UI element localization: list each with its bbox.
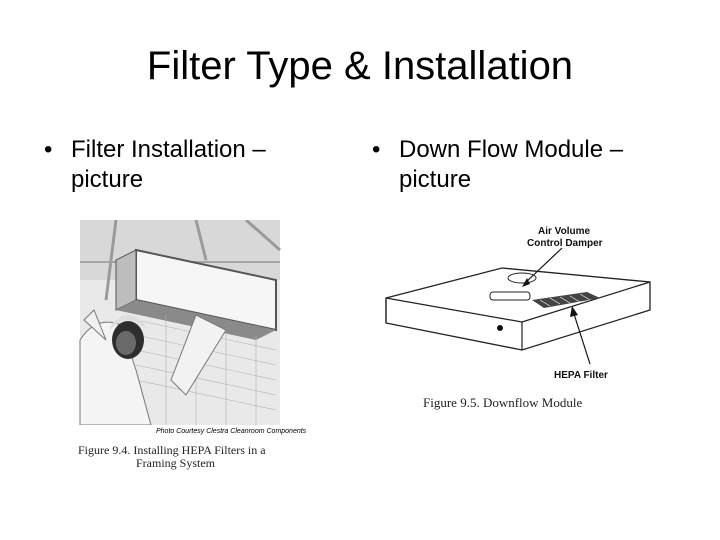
figure-caption-line2: Framing System — [136, 456, 216, 470]
bullet-text-line2: picture — [71, 166, 144, 193]
slide-title: Filter Type & Installation — [146, 44, 574, 88]
downflow-module-drawing — [385, 247, 651, 365]
air-volume-label-line1: Air Volume — [538, 226, 591, 237]
hepa-filter-label: HEPA Filter — [554, 370, 608, 381]
bullet-text-line2: picture — [399, 166, 472, 193]
filter-installation-figure: Photo Courtesy Clestra Cleanroom Compone… — [76, 218, 316, 482]
downflow-module-figure: Air Volume Control Damper HEPA Filter Fi… — [372, 220, 672, 420]
figure-caption-line1: Figure 9.4. Installing HEPA Filters in a — [78, 443, 266, 457]
bullet-text-line1: Filter Installation – — [71, 136, 266, 163]
photo-credit: Photo Courtesy Clestra Cleanroom Compone… — [156, 428, 307, 435]
bullet-dot: • — [44, 136, 53, 163]
air-volume-label-line2: Control Damper — [527, 238, 603, 249]
bullet-dot: • — [372, 136, 381, 163]
figure-caption: Figure 9.5. Downflow Module — [423, 395, 583, 410]
bullet-text-line1: Down Flow Module – — [399, 136, 624, 163]
filter-installation-photo — [79, 218, 281, 426]
